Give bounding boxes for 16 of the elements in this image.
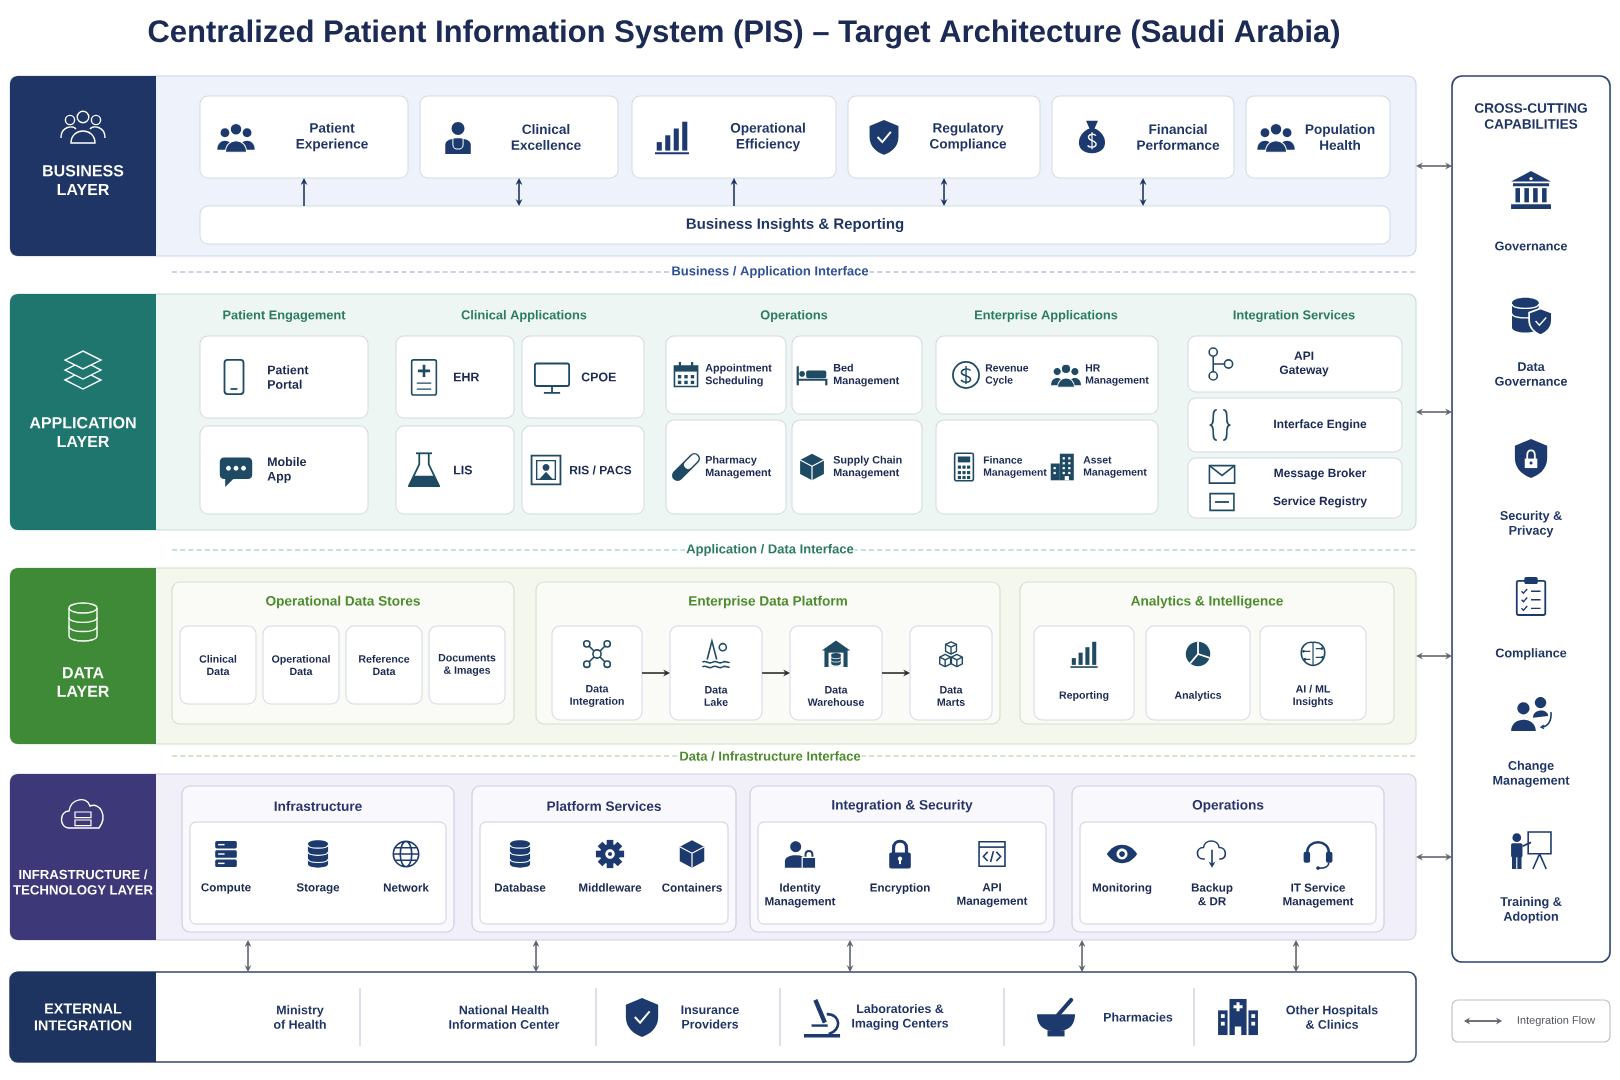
- arrow: [1416, 408, 1452, 416]
- layer-tab: DATA LAYER: [10, 568, 156, 744]
- arrow: [1416, 652, 1452, 660]
- arrow: [1139, 178, 1147, 206]
- arrow: [846, 940, 854, 972]
- arrow: [244, 940, 252, 972]
- layer-tab: BUSINESS LAYER: [10, 76, 156, 256]
- arrow: [940, 178, 948, 206]
- title: Centralized Patient Information System (PIS) – Target Architecture (Saudi Arabia): [148, 19, 1339, 49]
- layer-tab: APPLICATION LAYER: [10, 294, 156, 530]
- arrow: [1416, 853, 1452, 861]
- arrow: [1416, 162, 1452, 170]
- arrow: [532, 940, 540, 972]
- arrow: [515, 178, 523, 206]
- arrow: [1292, 940, 1300, 972]
- arrow: [1078, 940, 1086, 972]
